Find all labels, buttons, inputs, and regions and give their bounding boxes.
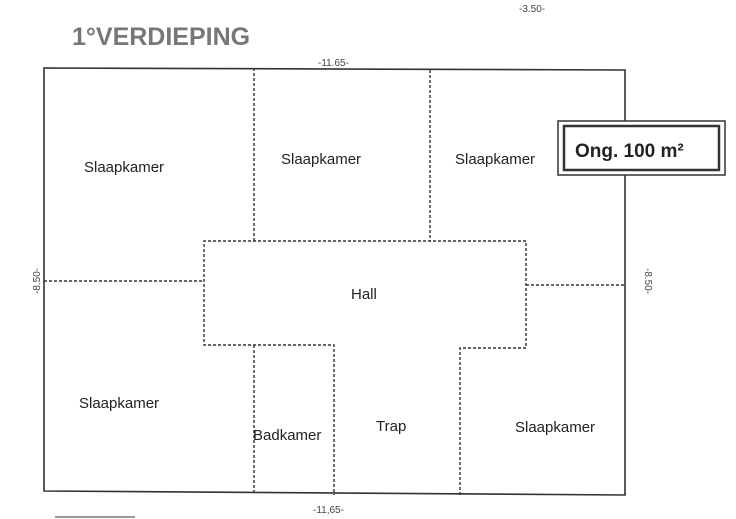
outer-wall xyxy=(43,67,626,496)
dimension-right: -8.50- xyxy=(642,268,653,294)
room-label-stairs: Trap xyxy=(376,418,406,435)
dimension-left: -8.50- xyxy=(32,268,43,294)
room-label-hall: Hall xyxy=(351,286,377,303)
room-label-bedroom: Slaapkamer xyxy=(84,159,164,176)
room-label-bathroom: Badkamer xyxy=(253,427,321,444)
room-label-bedroom: Slaapkamer xyxy=(79,395,159,412)
dimension-top-right: -3.50- xyxy=(519,4,545,15)
area-badge-text: Ong. 100 m² xyxy=(575,141,684,162)
room-label-bedroom: Slaapkamer xyxy=(515,419,595,436)
area-badge: Ong. 100 m² xyxy=(557,120,726,176)
floor-title: 1°VERDIEPING xyxy=(72,23,250,51)
dimension-top: -11.65- xyxy=(318,58,349,69)
dimension-bottom: -11,65- xyxy=(313,505,344,516)
room-label-bedroom: Slaapkamer xyxy=(455,151,535,168)
hall-outline xyxy=(203,240,527,495)
room-label-bedroom: Slaapkamer xyxy=(281,151,361,168)
